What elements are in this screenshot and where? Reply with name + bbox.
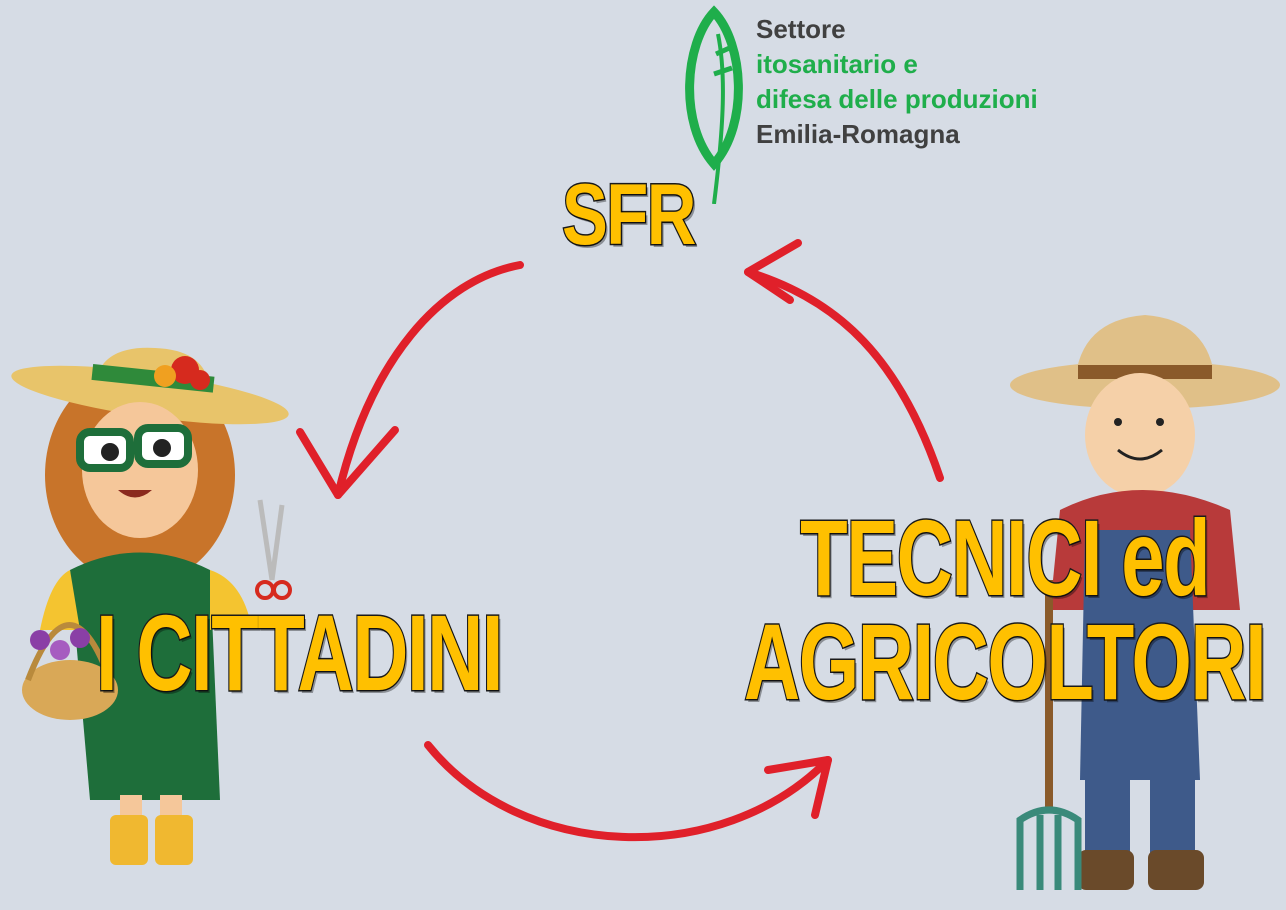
- logo-line-settore: Settore: [756, 14, 846, 44]
- arrowhead-tecnici-to-sfr: [744, 239, 802, 304]
- node-label-tecnici: TECNICI ed AGRICOLTORI: [743, 497, 1268, 722]
- arrowhead-cittadini-to-tecnici: [764, 756, 832, 819]
- arrow-tecnici-to-sfr: [744, 268, 944, 482]
- arrow-cittadini-to-tecnici: [424, 741, 832, 842]
- node-label-tecnici-line2: AGRICOLTORI: [743, 601, 1268, 722]
- node-label-tecnici-line1: TECNICI ed: [799, 497, 1212, 618]
- sfr-logo-text: Settore itosanitario e difesa delle prod…: [756, 12, 1038, 152]
- arrowhead-sfr-to-cittadini: [296, 426, 399, 499]
- arrow-sfr-to-cittadini: [334, 261, 524, 499]
- logo-line-region: Emilia-Romagna: [756, 119, 960, 149]
- node-label-cittadini: I CITTADINI: [95, 591, 505, 715]
- logo-line-difesa: difesa delle produzioni: [756, 84, 1038, 114]
- farmer-illustration: [1010, 315, 1280, 890]
- node-label-sfr: SFR: [561, 166, 698, 265]
- sfr-logo-mark: [685, 5, 743, 204]
- logo-line-fitosanitario: itosanitario e: [756, 49, 918, 79]
- citizen-gardener-illustration: [11, 347, 292, 865]
